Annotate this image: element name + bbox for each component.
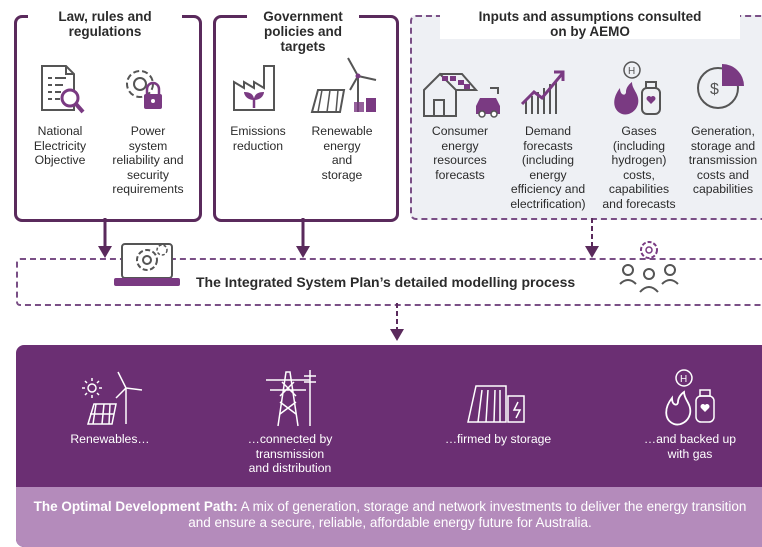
law-rules-title: Law, rules and regulations bbox=[28, 9, 182, 39]
dollar-pie-icon: $ bbox=[697, 64, 744, 109]
document-magnifier-icon bbox=[41, 65, 85, 114]
gas-hydrogen-icon: H bbox=[614, 61, 661, 115]
laptop-gear-icon bbox=[114, 243, 180, 286]
gas-flame-icon: H bbox=[665, 369, 715, 426]
team-gear-icon bbox=[619, 241, 679, 293]
consumer-energy-label: Consumer energy resources forecasts bbox=[431, 124, 489, 182]
generation-storage-label: Generation, storage and transmission cos… bbox=[688, 124, 758, 197]
government-to-model-arrow bbox=[296, 218, 310, 258]
house-solar-ev-icon bbox=[423, 72, 500, 118]
renewable-energy-storage-label: Renewable energy and storage bbox=[311, 124, 373, 182]
factory-plant-icon bbox=[233, 65, 275, 111]
dam-storage-icon bbox=[467, 385, 525, 423]
renewables-label: Renewables… bbox=[70, 432, 150, 446]
optimal-development-path-text: The Optimal Development Path: A mix of g… bbox=[30, 499, 750, 531]
inputs-assumptions-box bbox=[410, 15, 762, 220]
optimal-development-path-band bbox=[16, 487, 762, 547]
growth-chart-icon bbox=[520, 70, 565, 114]
svg-text:H: H bbox=[628, 66, 635, 77]
model-to-outcome-arrow bbox=[390, 303, 404, 341]
transmission-tower-icon bbox=[266, 370, 316, 427]
odp-description: A mix of generation, storage and network… bbox=[188, 499, 747, 530]
gear-lock-icon bbox=[126, 70, 162, 109]
odp-heading: The Optimal Development Path: bbox=[33, 499, 238, 514]
storage-label: …firmed by storage bbox=[444, 432, 552, 446]
power-system-reliability-label: Power system reliability and security re… bbox=[112, 124, 184, 197]
wind-solar-icon bbox=[82, 371, 143, 425]
modelling-process-bar bbox=[16, 258, 762, 306]
svg-text:H: H bbox=[680, 374, 687, 385]
gases-label: Gases (including hydrogen) costs, capabi… bbox=[602, 124, 676, 211]
demand-forecasts-label: Demand forecasts (including energy effic… bbox=[510, 124, 586, 211]
wind-solar-storage-icon bbox=[310, 57, 377, 113]
gas-label: …and backed up with gas bbox=[643, 432, 737, 461]
svg-text:$: $ bbox=[710, 81, 719, 98]
emissions-reduction-label: Emissions reduction bbox=[230, 124, 286, 153]
transmission-label: …connected by transmission and distribut… bbox=[247, 432, 333, 475]
national-electricity-objective-label: National Electricity Objective bbox=[33, 124, 87, 168]
government-policies-title: Government policies and targets bbox=[247, 9, 359, 54]
law-to-model-arrow bbox=[98, 218, 112, 258]
inputs-to-model-arrow bbox=[585, 218, 599, 258]
inputs-assumptions-title: Inputs and assumptions consulted on by A… bbox=[440, 9, 740, 39]
modelling-process-label: The Integrated System Plan’s detailed mo… bbox=[196, 274, 576, 290]
